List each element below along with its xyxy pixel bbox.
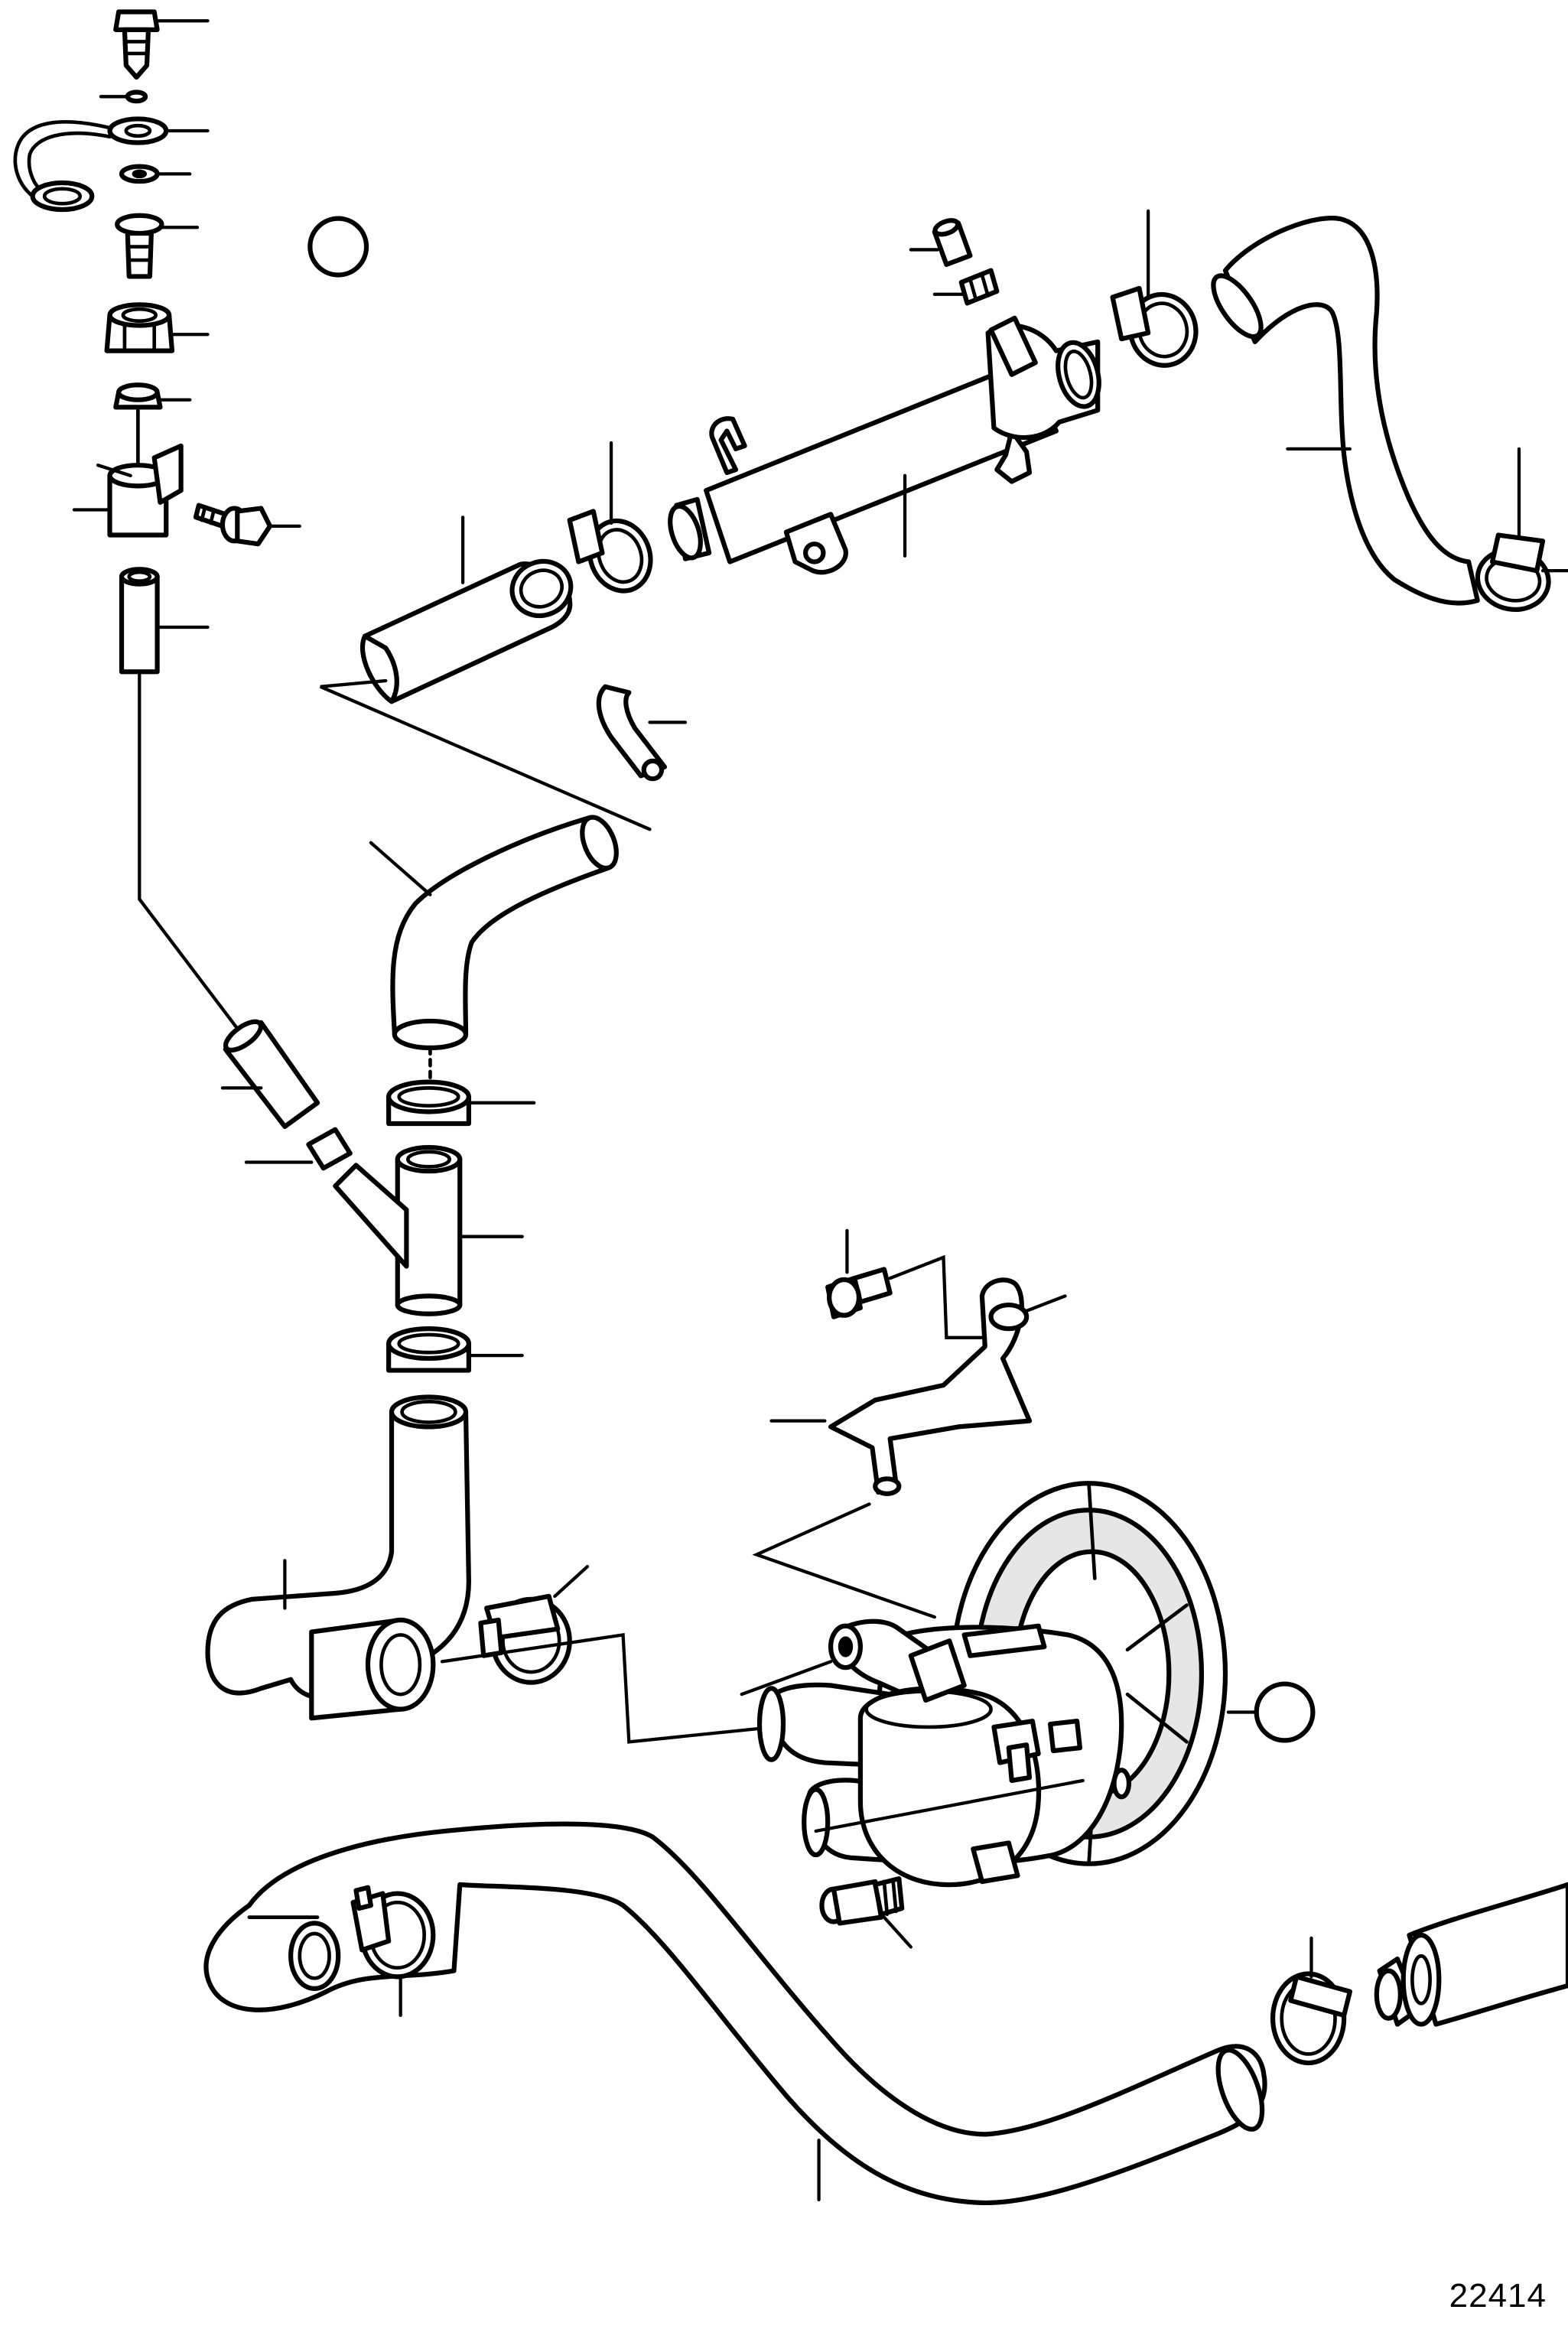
hose-clamp-upper-left [567, 441, 653, 594]
curved-hose [1211, 216, 1480, 606]
straight-hose [320, 516, 652, 831]
hose-nipple [115, 213, 200, 279]
bracket [72, 408, 184, 538]
filler-plug [113, 9, 210, 80]
hose-clamp-upper-right [1110, 209, 1199, 368]
seal-washer [119, 164, 192, 184]
hose-clamp-bottom-right [1270, 1936, 1353, 2066]
o-ring [99, 89, 148, 104]
hose-clamp-mid-upper [386, 1046, 536, 1127]
vent-nipple-with-plug [909, 218, 1000, 306]
pipe-with-brackets [668, 315, 1101, 575]
figure-number: 22414 [1449, 2277, 1547, 2315]
hose-clamp-far-right [1475, 447, 1568, 613]
inlet-hose [203, 1821, 1267, 2206]
nut [104, 302, 210, 353]
y-branch-pipe [220, 1019, 524, 1316]
bent-hose [369, 815, 619, 1051]
exhaust-connection [1374, 1882, 1568, 2027]
hose-clamp-mid-lower [386, 1326, 524, 1373]
reference-circle-pump [1254, 1681, 1316, 1743]
reference-circle-upper [307, 216, 369, 278]
bleeder-pipe [752, 1277, 1033, 1619]
elbow-hose [205, 1394, 471, 1721]
sea-water-pump [740, 1618, 1124, 1888]
flange-screw [193, 503, 301, 547]
hose-clamp-lower-left [440, 1564, 776, 1744]
hose-clamp-bottom-left [350, 1885, 436, 2018]
retaining-strap-with-ring [13, 116, 210, 213]
flange-screw-pump [825, 1228, 984, 1339]
socket-screw [819, 1876, 912, 1949]
washer [988, 1294, 1067, 1332]
small-hose-clamp [113, 382, 192, 410]
short-hose [119, 567, 239, 1030]
p-clip [596, 684, 688, 782]
